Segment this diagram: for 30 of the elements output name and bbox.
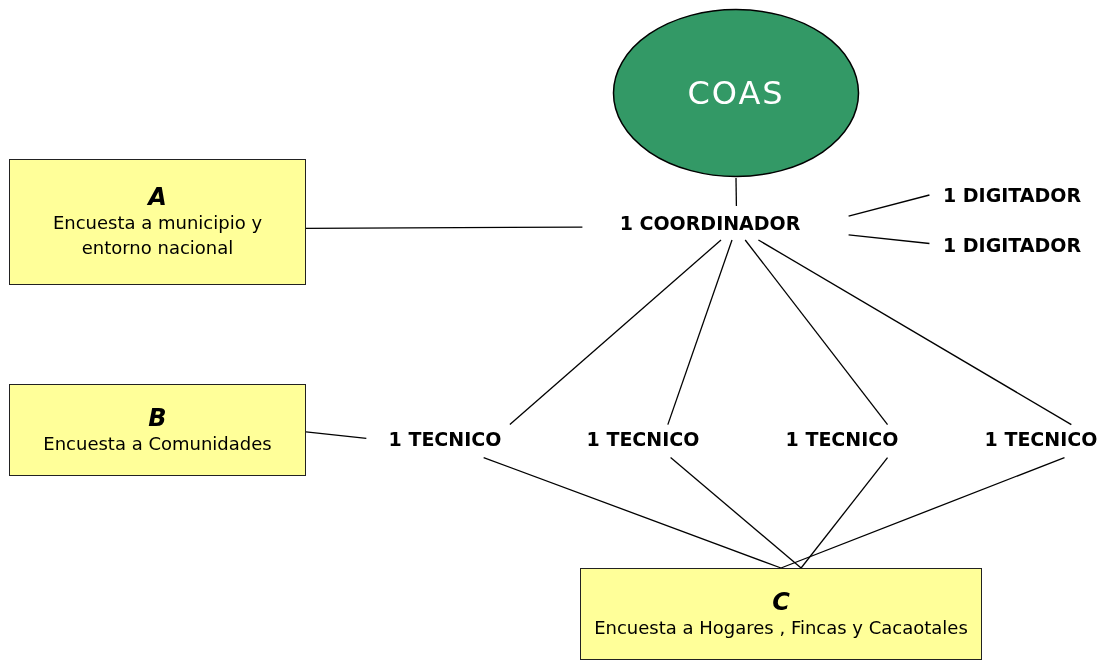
box-heading: A xyxy=(148,184,167,210)
connector-line xyxy=(509,239,722,426)
box-text: Encuesta a Hogares , Fincas y Cacaotales xyxy=(594,615,968,640)
connector-line xyxy=(757,239,1072,426)
role-label: 1 TECNICO xyxy=(984,428,1098,450)
connector-line xyxy=(305,431,367,439)
connector-line xyxy=(305,226,584,229)
process-box xyxy=(9,159,306,285)
role-label: 1 COORDINADOR xyxy=(619,212,801,234)
connector-line xyxy=(847,234,931,245)
connector-line xyxy=(847,194,931,217)
connector-line xyxy=(744,239,889,426)
box-heading: C xyxy=(772,588,790,615)
role-label: 1 TECNICO xyxy=(586,428,700,450)
connector-line xyxy=(667,239,733,426)
connector-line xyxy=(483,456,782,569)
box-text: Encuesta a municipio y entorno nacional xyxy=(51,211,264,260)
node-label: COAS xyxy=(687,74,785,112)
role-label: 1 DIGITADOR xyxy=(942,234,1082,256)
role-label: 1 DIGITADOR xyxy=(942,184,1082,206)
role-label: 1 TECNICO xyxy=(388,428,502,450)
connector-line xyxy=(669,456,802,569)
process-box xyxy=(9,384,306,476)
box-text: Encuesta a Comunidades xyxy=(43,431,272,456)
connector-line xyxy=(735,177,738,207)
box-heading: B xyxy=(148,404,167,431)
connector-line xyxy=(800,456,889,569)
process-box xyxy=(580,568,982,660)
role-label: 1 TECNICO xyxy=(785,428,899,450)
connector-line xyxy=(780,456,1066,569)
